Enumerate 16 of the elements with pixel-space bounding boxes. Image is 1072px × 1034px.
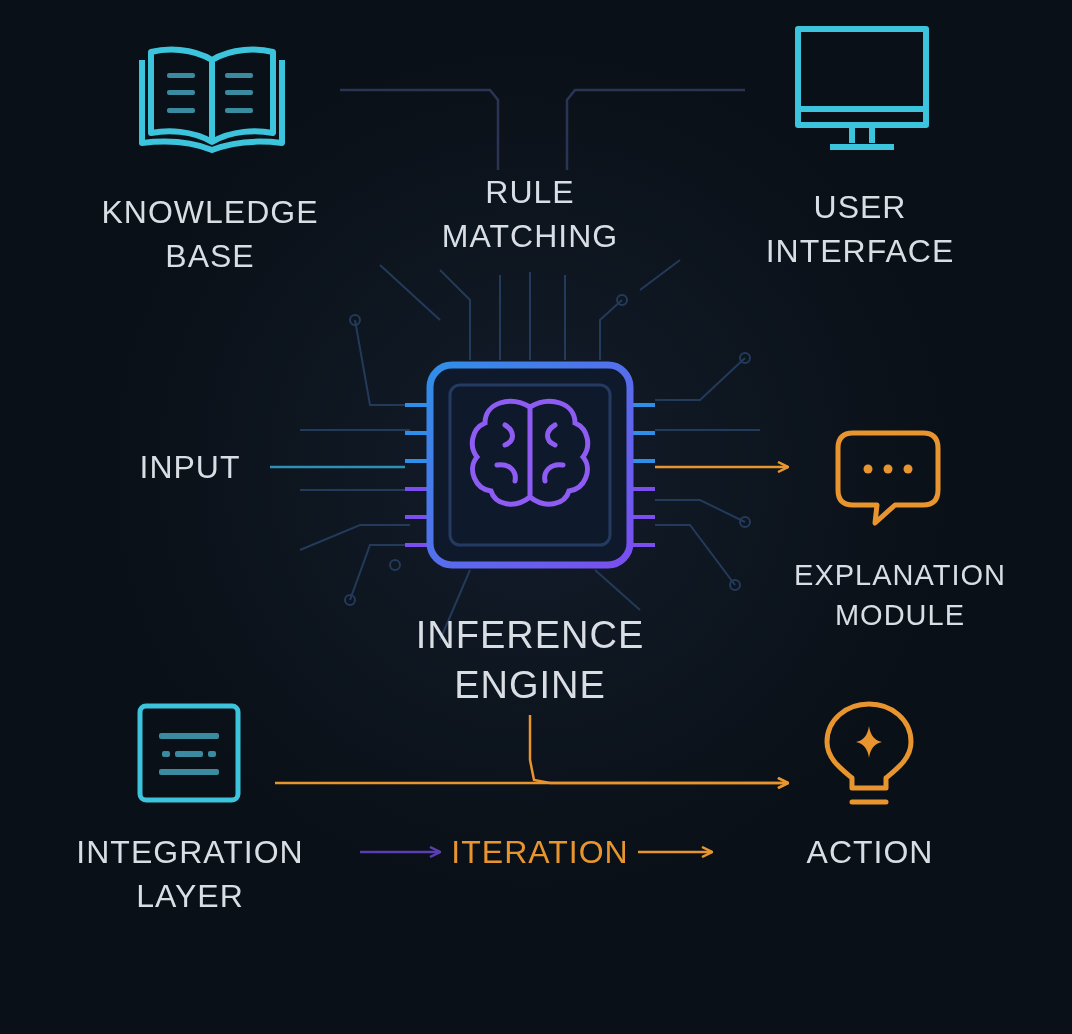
connector-line [565,88,745,170]
node-label: USER INTERFACE [764,188,956,271]
connector-line [270,465,405,469]
arrow [528,715,790,790]
node-label: EXPLANATION MODULE [793,558,1007,633]
node-label: ITERATION [450,833,630,872]
arrow [360,845,442,859]
node-label: INPUT [138,448,242,487]
arrow [655,460,790,474]
arrow [638,845,714,859]
node-label: ACTION [805,833,935,872]
node-label: KNOWLEDGE BASE [100,193,320,276]
node-label: INFERENCE ENGINE [414,613,646,708]
connector-line [340,88,500,170]
node-label: INTEGRATION LAYER [75,833,305,916]
node-label: RULE MATCHING [440,173,620,256]
